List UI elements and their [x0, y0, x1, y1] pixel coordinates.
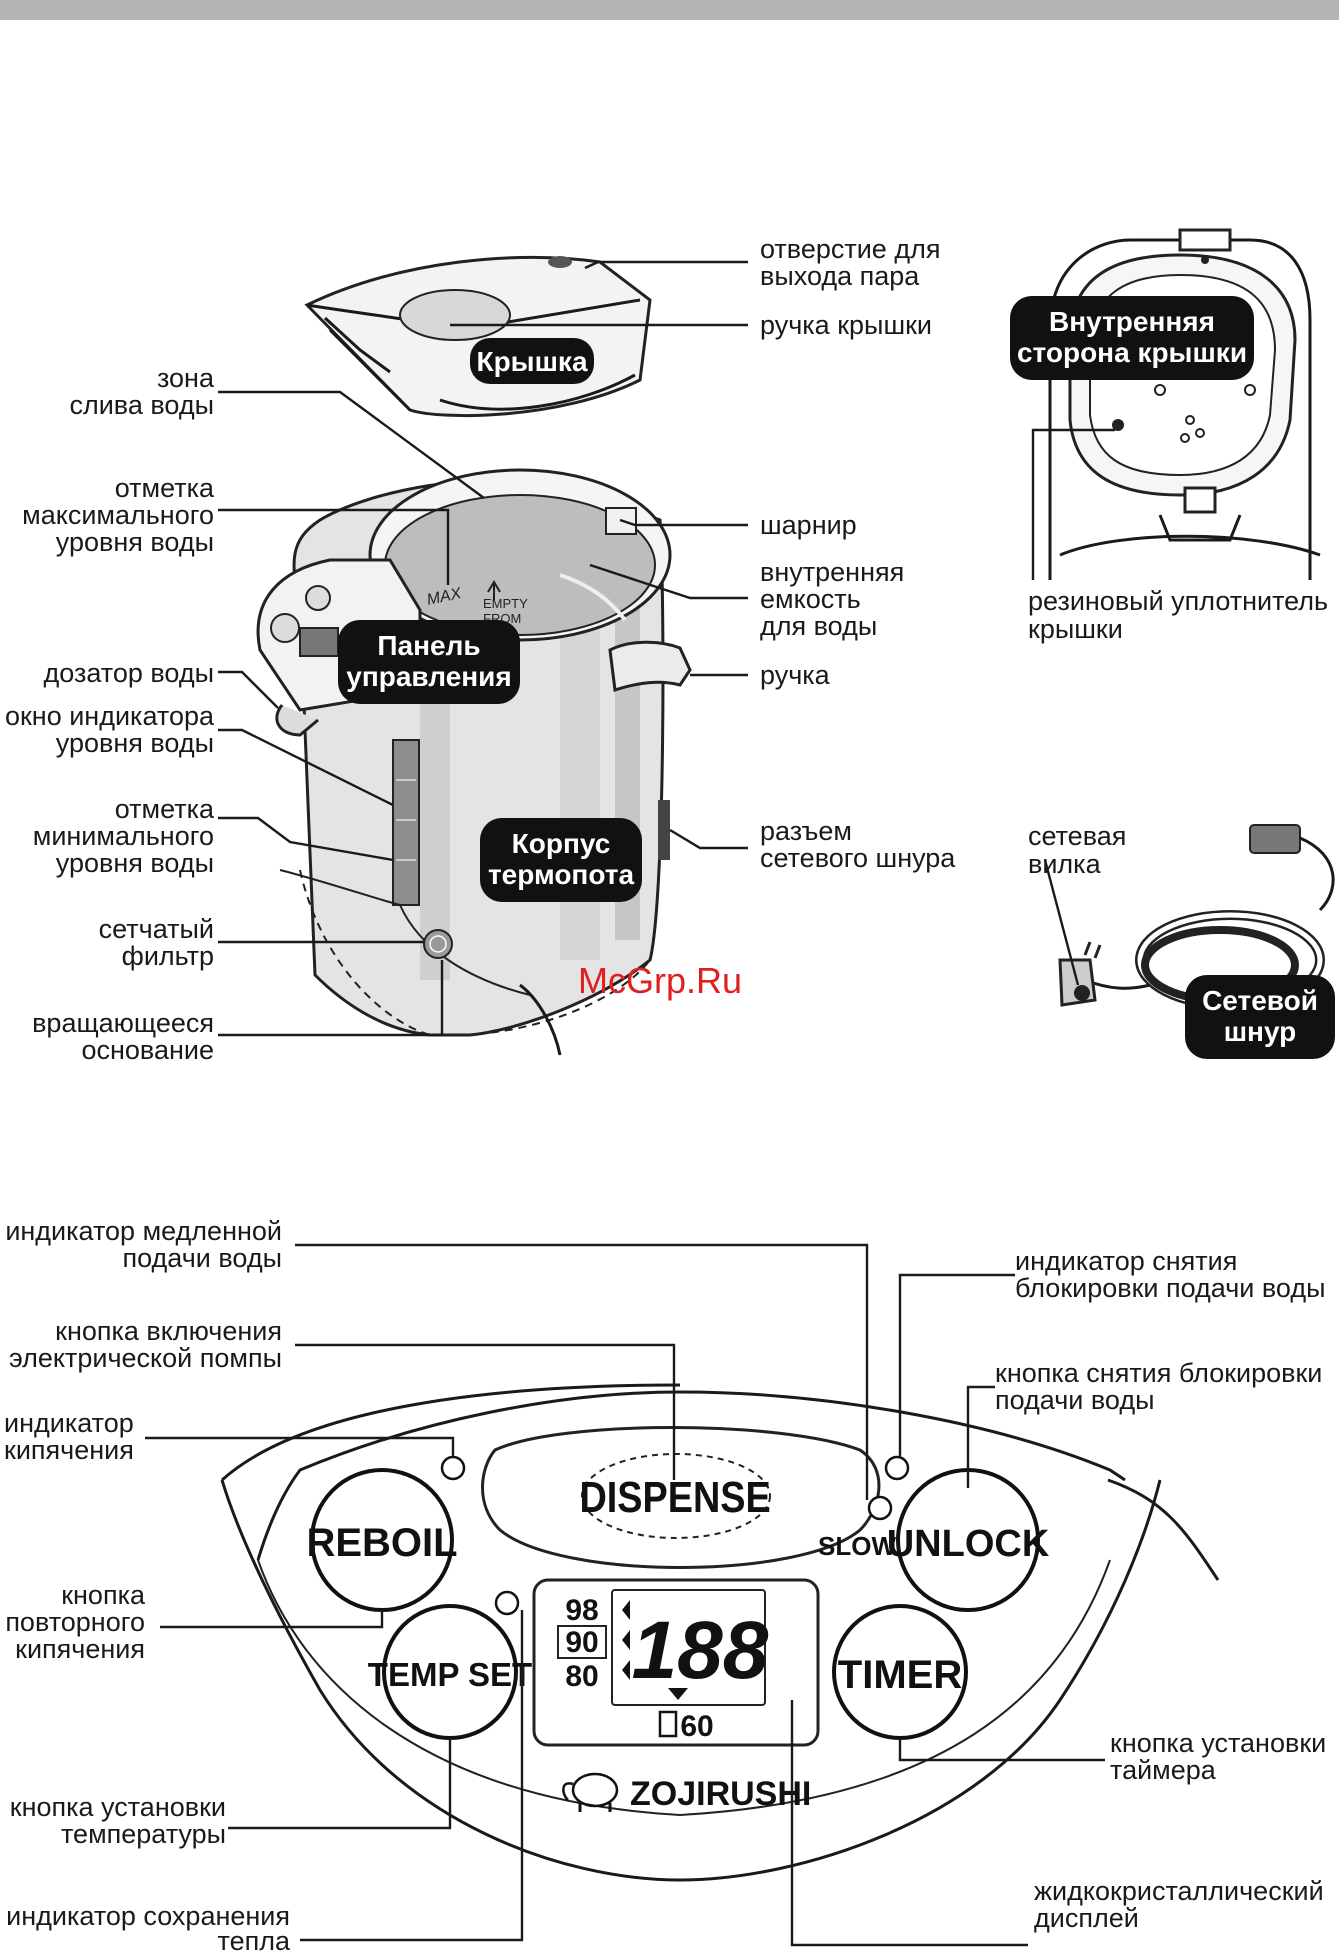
slow-indicator-lamp [867, 1495, 893, 1521]
reboil-button-label: REBOIL [306, 1521, 457, 1565]
label-pour-zone-2: слива воды [69, 390, 214, 420]
badge-inner-lid-text-1: Внутренняя [1049, 306, 1215, 337]
badge-lid-text: Крышка [476, 346, 587, 377]
label-power-plug-2: вилка [1028, 849, 1102, 879]
empty-marking: EMPTY [483, 596, 528, 611]
label-timer-button-1: кнопка установки [1110, 1728, 1326, 1758]
label-handle: ручка [760, 660, 831, 690]
label-min-mark-3: уровня воды [56, 848, 214, 878]
label-power-socket-2: сетевого шнура [760, 843, 956, 873]
label-lid-gasket-1: резиновый уплотнитель [1028, 586, 1328, 616]
label-dispense-button-1: кнопка включения [55, 1316, 282, 1346]
label-reboil-button-3: кипячения [15, 1634, 145, 1664]
label-min-mark-2: минимального [33, 821, 214, 851]
label-lcd-2: дисплей [1034, 1903, 1139, 1933]
label-lcd-1: жидкокристаллический [1034, 1876, 1324, 1906]
brand-logo: ZOJIRUSHI [630, 1775, 811, 1813]
unlock-indicator-lamp [884, 1455, 910, 1481]
label-swivel-base-2: основание [81, 1035, 214, 1065]
leader-power-plug [1043, 859, 1080, 986]
label-steam-vent-2: выхода пара [760, 261, 920, 291]
slow-label: SLOW [818, 1531, 896, 1561]
label-power-socket-1: разъем [760, 816, 852, 846]
label-inner-container-3: для воды [760, 611, 877, 641]
label-temp-set-button-2: температуры [61, 1819, 226, 1849]
temp-98: 98 [565, 1594, 598, 1627]
badge-body-text-1: Корпус [512, 828, 611, 859]
label-slow-indicator-1: индикатор медленной [5, 1216, 282, 1246]
label-steam-vent-1: отверстие для [760, 234, 940, 264]
badge-control-panel: Панель управления [338, 620, 520, 704]
label-boil-indicator-1: индикатор [4, 1408, 134, 1438]
label-max-mark-3: уровня воды [56, 527, 214, 557]
badge-body-text-2: термопота [488, 859, 634, 890]
label-max-mark-2: максимального [22, 500, 214, 530]
elephant-logo-icon [562, 1772, 619, 1812]
dispense-button-label[interactable]: DISPENSE [579, 1472, 770, 1521]
temp-90: 90 [565, 1626, 598, 1659]
label-reboil-button-2: повторного [5, 1607, 145, 1637]
label-power-plug-1: сетевая [1028, 821, 1126, 851]
temp-set-button-label: TEMP SET [368, 1656, 532, 1693]
header-band [0, 0, 1339, 20]
panel-leaders [145, 1243, 1105, 1947]
lid-drawing [304, 255, 652, 418]
label-dispense-button-2: электрической помпы [9, 1343, 282, 1373]
label-keep-warm-2: тепла [218, 1926, 291, 1954]
label-reboil-button-1: кнопка [61, 1580, 146, 1610]
label-hinge: шарнир [760, 510, 857, 540]
pot-labels: отверстие для выхода пара ручка крышки з… [5, 234, 956, 1065]
boil-indicator-lamp [440, 1455, 466, 1481]
keep-warm-indicator-lamp [494, 1590, 520, 1616]
watermark: McGrp.Ru [578, 960, 742, 1001]
label-keep-warm-1: индикатор сохранения [6, 1901, 290, 1931]
inner-lid-illustration [1048, 228, 1321, 580]
timer-button-label: TIMER [838, 1653, 963, 1697]
label-unlock-button-2: подачи воды [995, 1385, 1155, 1415]
label-lid-gasket-2: крышки [1028, 614, 1123, 644]
label-mesh-filter-2: фильтр [122, 941, 214, 971]
badge-body: Корпус термопота [480, 818, 642, 902]
lcd-digits: 188 [632, 1605, 769, 1696]
leader-lid-gasket [1031, 428, 1115, 580]
badge-cord: Сетевой шнур [1185, 975, 1335, 1059]
unlock-button-label: UNLOCK [887, 1523, 1050, 1565]
pot-leaders [218, 260, 748, 1037]
label-lid-handle: ручка крышки [760, 310, 932, 340]
panel-labels: индикатор медленной подачи воды кнопка в… [4, 1216, 1326, 1954]
label-temp-set-button-1: кнопка установки [10, 1792, 226, 1822]
badge-cord-text-2: шнур [1224, 1016, 1297, 1047]
label-swivel-base-1: вращающееся [32, 1008, 214, 1038]
label-unlock-indicator-1: индикатор снятия [1015, 1246, 1237, 1276]
lcd-screen [611, 1589, 766, 1706]
label-boil-indicator-2: кипячения [4, 1435, 134, 1465]
label-timer-button-2: таймера [1110, 1755, 1217, 1785]
label-slow-indicator-2: подачи воды [123, 1243, 283, 1273]
label-min-mark-1: отметка [115, 794, 215, 824]
badge-control-panel-text-1: Панель [377, 630, 480, 661]
label-inner-container-2: емкость [760, 584, 861, 614]
lcd-sub-60: 60 [680, 1710, 713, 1743]
label-level-window-2: уровня воды [56, 728, 214, 758]
label-mesh-filter-1: сетчатый [99, 914, 214, 944]
label-unlock-button-1: кнопка снятия блокировки [995, 1358, 1322, 1388]
badge-lid: Крышка [470, 338, 594, 384]
label-dispenser: дозатор воды [44, 658, 215, 688]
label-unlock-indicator-2: блокировки подачи воды [1015, 1273, 1326, 1303]
badge-cord-text-1: Сетевой [1202, 985, 1318, 1016]
badge-control-panel-text-2: управления [346, 661, 511, 692]
badge-inner-lid-text-2: сторона крышки [1017, 337, 1247, 368]
control-panel: DISPENSE REBOIL TEMP SET UNLOCK SLOW TIM… [220, 1383, 1220, 1882]
temp-80: 80 [565, 1660, 598, 1693]
temp-90-box [557, 1625, 607, 1659]
label-level-window-1: окно индикатора [5, 701, 215, 731]
label-pour-zone-1: зона [157, 363, 215, 393]
badge-inner-lid: Внутренняя сторона крышки [1010, 296, 1254, 380]
label-inner-container-1: внутренняя [760, 557, 904, 587]
label-max-mark-1: отметка [115, 473, 215, 503]
